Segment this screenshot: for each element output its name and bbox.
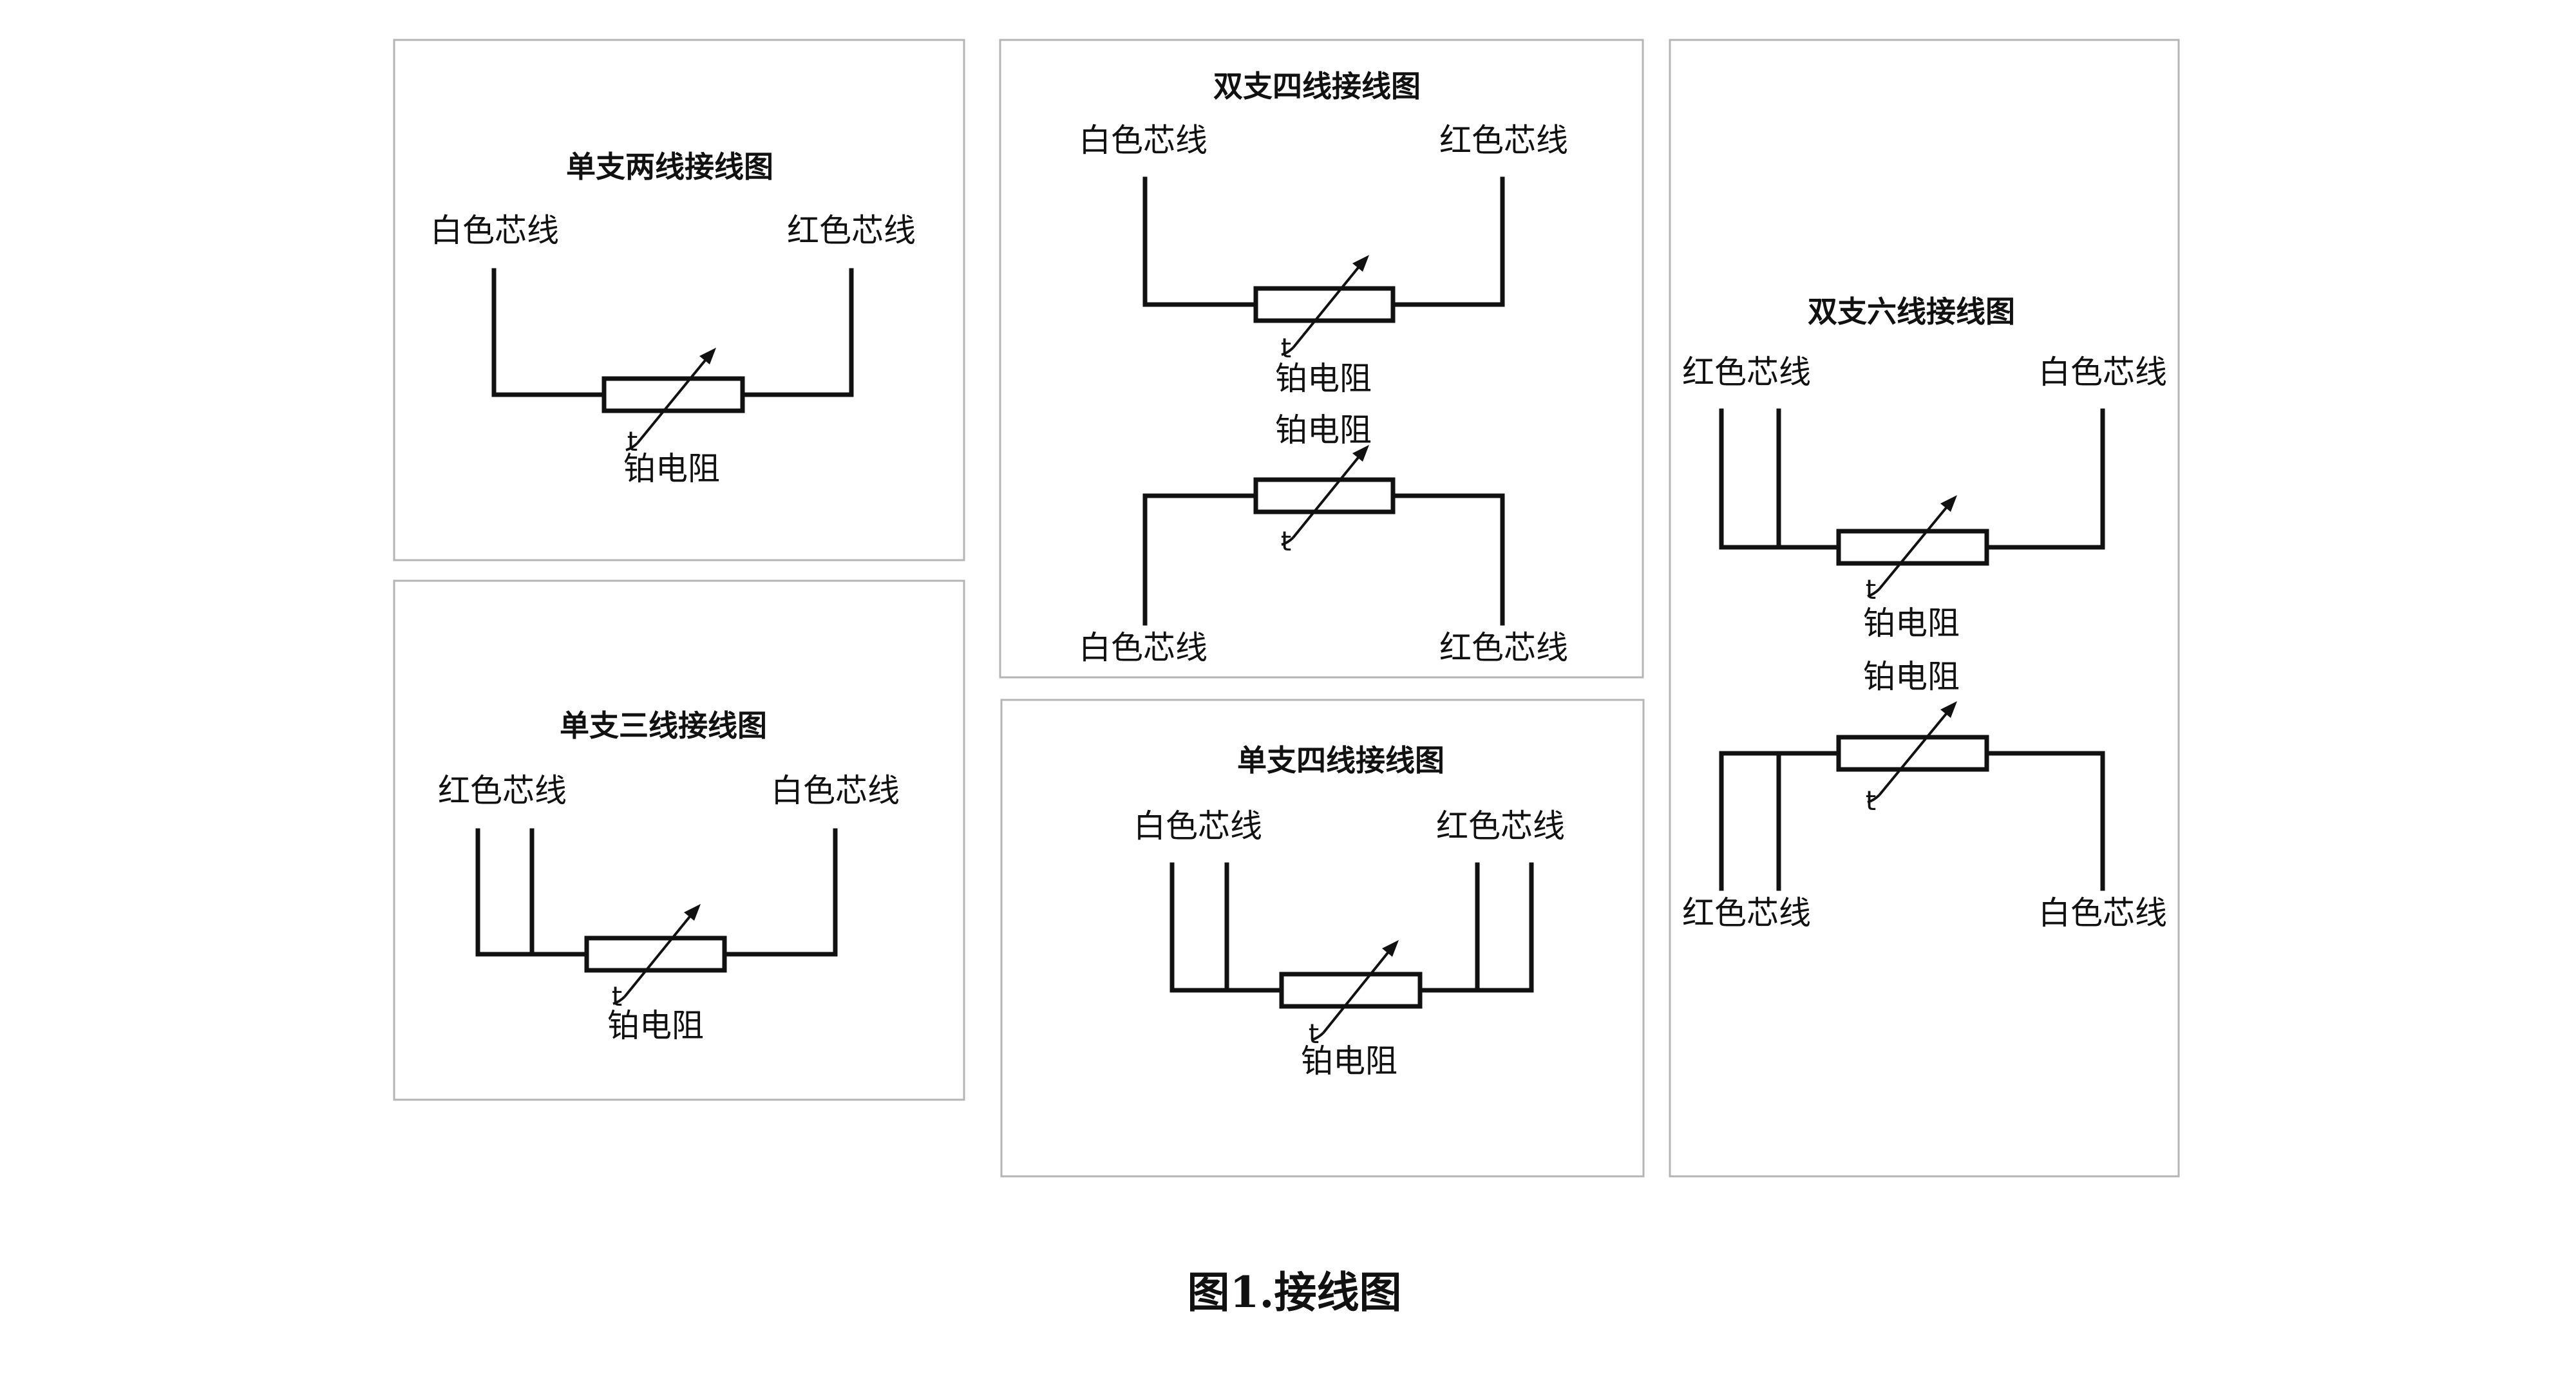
panel-border — [999, 39, 1644, 679]
white-wire-outer — [1170, 862, 1284, 993]
red-wire-top — [1390, 176, 1505, 307]
platinum-resistor-label: 铂电阻 — [607, 1007, 704, 1044]
platinum-resistor-label-top: 铂电阻 — [1275, 360, 1372, 397]
variable-arrow — [636, 357, 708, 444]
red-wire-outer — [1417, 862, 1534, 993]
t-symbol: t — [627, 426, 638, 457]
variable-arrow-bottom — [1878, 710, 1949, 796]
platinum-resistor-label: 铂电阻 — [623, 450, 720, 487]
arrow-head-bottom — [1940, 701, 1957, 718]
arrow-head-top — [1940, 495, 1957, 512]
red-core-label: 红色芯线 — [787, 212, 916, 249]
white-core-label-bottom: 白色芯线 — [1079, 629, 1208, 666]
t-symbol: t — [612, 981, 622, 1012]
arrow-head — [1382, 940, 1399, 957]
t-lead — [1311, 1031, 1325, 1041]
t-lead-top — [1867, 588, 1880, 598]
variable-arrow-top — [1292, 264, 1361, 349]
variable-arrow-bottom — [1292, 454, 1361, 539]
red-core-label-top: 红色芯线 — [1439, 122, 1568, 159]
resistor-body-top — [1253, 286, 1396, 323]
arrow-head-top — [1352, 255, 1369, 272]
red-wire-outer — [475, 828, 589, 957]
white-core-label: 白色芯线 — [430, 212, 559, 249]
panel-single-two-wire: 单支两线接线图 白色芯线 红色芯线 t 铂电阻 — [393, 39, 965, 561]
diagram-title: 双支六线接线图 — [1808, 294, 2015, 329]
platinum-resistor-label-bottom: 铂电阻 — [1863, 658, 1960, 695]
arrow-head — [684, 904, 701, 921]
t-symbol: t — [1309, 1018, 1319, 1049]
t-lead-bottom — [1281, 536, 1294, 546]
figure-caption: 图1.接线图 — [1188, 1267, 1402, 1317]
diagram-title: 单支三线接线图 — [560, 708, 767, 743]
resistor-body — [601, 376, 745, 413]
t-lead-top — [1281, 346, 1294, 356]
resistor-body — [1279, 972, 1423, 1009]
panel-single-three-wire: 单支三线接线图 红色芯线 白色芯线 t 铂电阻 — [393, 579, 965, 1101]
red-wire — [740, 268, 854, 397]
t-lead-bottom — [1867, 794, 1880, 804]
red-wire-outer-top — [1719, 408, 1841, 550]
red-core-label-top: 红色芯线 — [1682, 353, 1811, 391]
platinum-resistor-label-top: 铂电阻 — [1863, 605, 1960, 642]
t-symbol-bottom: t — [1281, 525, 1291, 557]
white-core-label: 白色芯线 — [1133, 807, 1262, 845]
white-wire — [491, 268, 607, 397]
panel-dual-four-wire: 双支四线接线图 白色芯线 红色芯线 t 铂电阻 铂电阻 t 白色芯线 红色芯线 — [999, 39, 1644, 679]
red-core-label: 红色芯线 — [438, 772, 567, 809]
white-core-label-top: 白色芯线 — [1079, 122, 1208, 159]
red-core-label: 红色芯线 — [1436, 807, 1565, 845]
variable-arrow — [623, 913, 693, 998]
red-core-label-bottom: 红色芯线 — [1439, 629, 1568, 666]
panel-border — [1669, 39, 2180, 1178]
t-symbol-top: t — [1281, 332, 1291, 364]
t-symbol-bottom: t — [1866, 785, 1876, 816]
white-core-label: 白色芯线 — [771, 772, 900, 809]
diagram-title: 单支两线接线图 — [566, 149, 773, 184]
panel-single-four-wire: 单支四线接线图 白色芯线 红色芯线 t 铂电阻 — [1000, 699, 1645, 1178]
arrow-head — [699, 348, 716, 364]
t-lead — [625, 442, 639, 451]
panel-dual-six-wire: 双支六线接线图 红色芯线 白色芯线 t 铂电阻 铂电阻 t 红色芯线 白色芯线 — [1669, 39, 2180, 1178]
platinum-resistor-label-bottom: 铂电阻 — [1275, 411, 1372, 449]
red-wire-outer-bottom — [1719, 751, 1841, 891]
variable-arrow — [1322, 949, 1391, 1034]
white-core-label-top: 白色芯线 — [2038, 353, 2167, 391]
t-symbol-top: t — [1866, 574, 1876, 605]
resistor-body-bottom — [1836, 735, 1989, 772]
panel-border — [393, 579, 965, 1101]
platinum-resistor-label: 铂电阻 — [1301, 1042, 1397, 1080]
panel-border — [393, 39, 965, 561]
panel-border — [1000, 699, 1645, 1178]
white-wire — [722, 828, 838, 957]
white-wire-bottom — [1984, 751, 2105, 891]
variable-arrow-top — [1878, 504, 1949, 590]
red-core-label-bottom: 红色芯线 — [1682, 894, 1811, 932]
white-wire-top — [1142, 176, 1258, 307]
white-wire-bottom — [1142, 493, 1258, 626]
arrow-head-bottom — [1352, 445, 1369, 462]
red-wire-bottom — [1390, 493, 1505, 626]
resistor-body — [584, 936, 727, 973]
white-core-label-bottom: 白色芯线 — [2038, 894, 2167, 932]
white-wire-top — [1984, 408, 2105, 550]
diagram-title: 双支四线接线图 — [1213, 69, 1421, 104]
t-lead — [612, 995, 626, 1005]
diagram-title: 单支四线接线图 — [1237, 743, 1444, 778]
resistor-body-bottom — [1253, 477, 1396, 514]
